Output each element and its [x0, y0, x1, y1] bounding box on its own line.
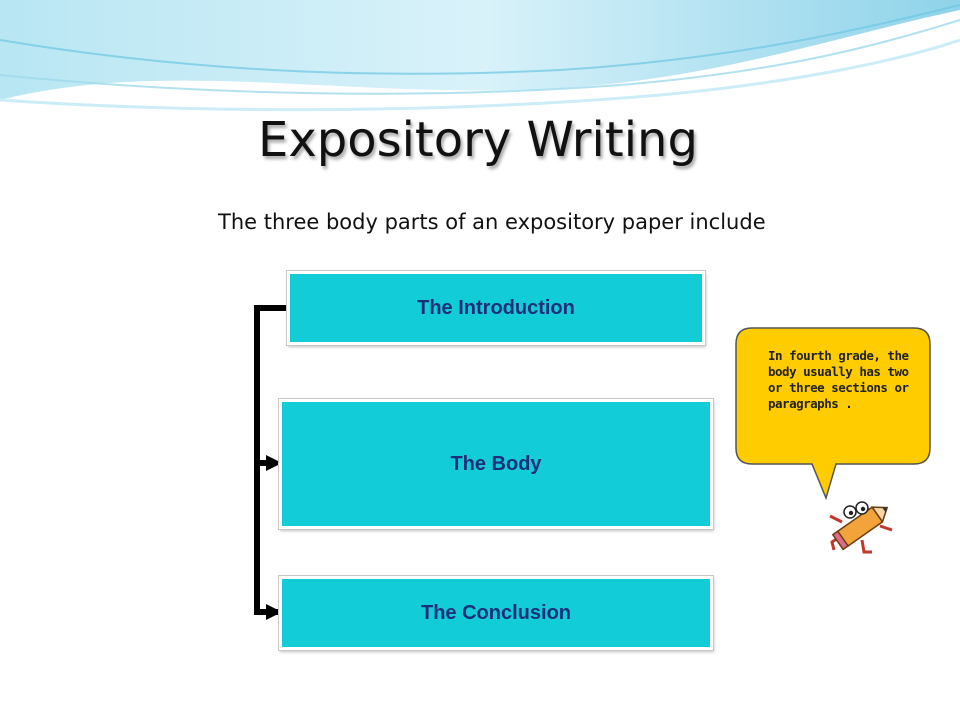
- header-wave-decoration: [0, 0, 960, 112]
- part-label: The Body: [450, 452, 542, 475]
- slide-subtitle: The three body parts of an expository pa…: [218, 210, 766, 234]
- part-introduction-box: The Introduction: [287, 271, 705, 345]
- part-label: The Conclusion: [421, 601, 571, 624]
- part-body-box: The Body: [279, 399, 713, 529]
- part-conclusion-box: The Conclusion: [279, 576, 713, 650]
- part-label: The Introduction: [417, 296, 575, 319]
- pencil-character-icon: [829, 501, 893, 554]
- slide-title: Expository Writing: [258, 112, 698, 168]
- callout-text: In fourth grade, the body usually has tw…: [768, 348, 909, 411]
